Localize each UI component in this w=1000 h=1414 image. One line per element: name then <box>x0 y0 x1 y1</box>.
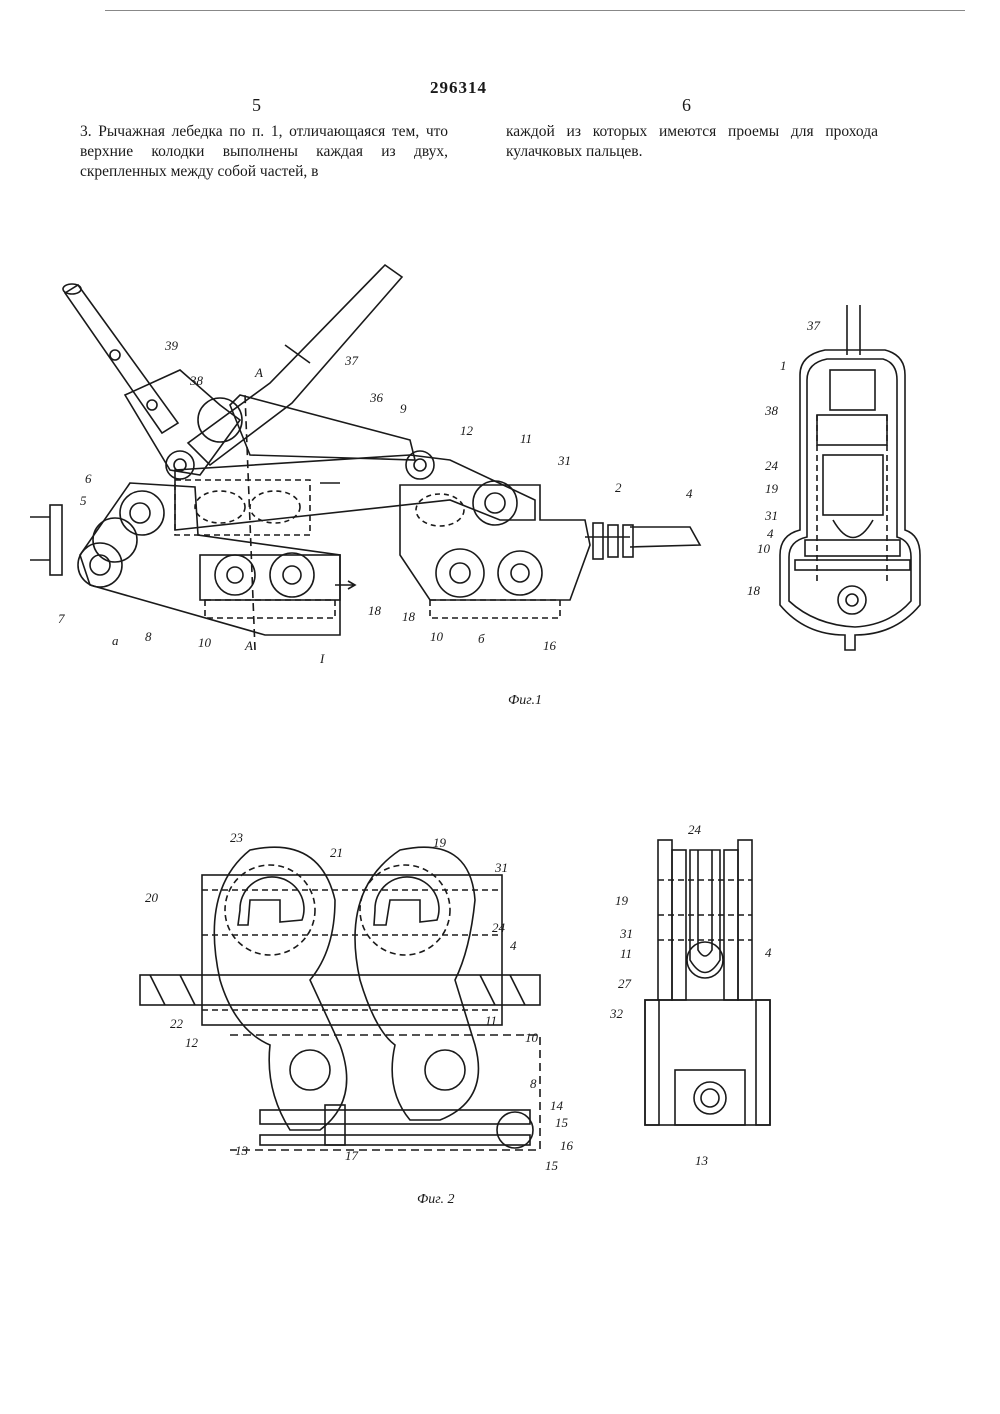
svg-text:I: I <box>319 651 325 666</box>
svg-text:a: a <box>112 633 119 648</box>
top-border-line <box>105 10 965 11</box>
figure-1-section-drawing: 37 1 38 24 19 31 4 10 18 <box>747 305 921 651</box>
svg-text:22: 22 <box>170 1016 184 1031</box>
svg-text:4: 4 <box>510 938 517 953</box>
svg-text:38: 38 <box>189 373 204 388</box>
svg-text:39: 39 <box>164 338 179 353</box>
svg-text:31: 31 <box>494 860 508 875</box>
svg-text:20: 20 <box>145 890 159 905</box>
svg-text:8: 8 <box>145 629 152 644</box>
claim-text-left: 3. Рычажная лебедка по п. 1, отличающаяс… <box>80 122 448 182</box>
svg-text:A: A <box>244 638 253 653</box>
svg-text:15: 15 <box>545 1158 559 1173</box>
svg-text:13: 13 <box>235 1143 249 1158</box>
svg-text:9: 9 <box>400 401 407 416</box>
svg-text:11: 11 <box>620 946 632 961</box>
svg-text:16: 16 <box>543 638 557 653</box>
svg-text:18: 18 <box>402 609 416 624</box>
svg-text:4: 4 <box>765 945 772 960</box>
svg-text:б: б <box>478 631 485 646</box>
svg-text:12: 12 <box>185 1035 199 1050</box>
svg-text:10: 10 <box>525 1030 539 1045</box>
svg-text:31: 31 <box>619 926 633 941</box>
svg-text:18: 18 <box>747 583 761 598</box>
svg-text:2: 2 <box>615 480 622 495</box>
patent-number: 296314 <box>430 78 487 97</box>
column-number-left: 5 <box>252 95 261 115</box>
svg-text:19: 19 <box>765 481 779 496</box>
svg-text:37: 37 <box>806 318 821 333</box>
svg-text:21: 21 <box>330 845 343 860</box>
svg-text:5: 5 <box>80 493 87 508</box>
figure-1-caption: Фиг.1 <box>508 693 543 708</box>
svg-text:1: 1 <box>780 358 787 373</box>
svg-text:7: 7 <box>58 611 65 626</box>
svg-text:24: 24 <box>688 822 702 837</box>
svg-text:19: 19 <box>615 893 629 908</box>
svg-text:37: 37 <box>344 353 359 368</box>
svg-text:4: 4 <box>767 526 774 541</box>
svg-text:12: 12 <box>460 423 474 438</box>
svg-text:8: 8 <box>530 1076 537 1091</box>
svg-text:31: 31 <box>764 508 778 523</box>
svg-text:24: 24 <box>765 458 779 473</box>
svg-text:10: 10 <box>430 629 444 644</box>
svg-text:A: A <box>254 365 263 380</box>
figure-1-drawing: 39 37 38 A 36 9 12 11 31 2 4 6 5 7 a 8 1… <box>30 263 702 666</box>
svg-text:19: 19 <box>433 835 447 850</box>
svg-text:11: 11 <box>485 1013 497 1028</box>
svg-text:14: 14 <box>550 1098 564 1113</box>
svg-text:24: 24 <box>492 920 506 935</box>
column-number-right: 6 <box>682 95 691 115</box>
figure-2-drawing: 23 21 19 31 20 24 4 22 11 10 12 8 14 15 … <box>139 830 574 1173</box>
svg-text:17: 17 <box>345 1148 359 1163</box>
svg-text:13: 13 <box>695 1153 709 1168</box>
claim-text-right: каждой из которых имеются проемы для про… <box>506 122 878 162</box>
svg-text:11: 11 <box>520 431 532 446</box>
svg-text:16: 16 <box>560 1138 574 1153</box>
svg-text:38: 38 <box>764 403 779 418</box>
svg-text:15: 15 <box>555 1115 569 1130</box>
svg-text:6: 6 <box>85 471 92 486</box>
svg-text:36: 36 <box>369 390 384 405</box>
figure-2-caption: Фиг. 2 <box>417 1192 455 1207</box>
figure-2-section-drawing: 24 19 31 11 27 4 32 13 <box>609 822 772 1168</box>
svg-text:23: 23 <box>230 830 244 845</box>
svg-text:32: 32 <box>609 1006 624 1021</box>
svg-text:10: 10 <box>198 635 212 650</box>
svg-text:27: 27 <box>618 976 632 991</box>
claim-paragraph-continued: каждой из которых имеются проемы для про… <box>506 123 878 160</box>
claim-paragraph: 3. Рычажная лебедка по п. 1, отличающаяс… <box>80 123 448 180</box>
svg-text:10: 10 <box>757 541 771 556</box>
svg-text:4: 4 <box>686 486 693 501</box>
svg-text:31: 31 <box>557 453 571 468</box>
svg-text:18: 18 <box>368 603 382 618</box>
